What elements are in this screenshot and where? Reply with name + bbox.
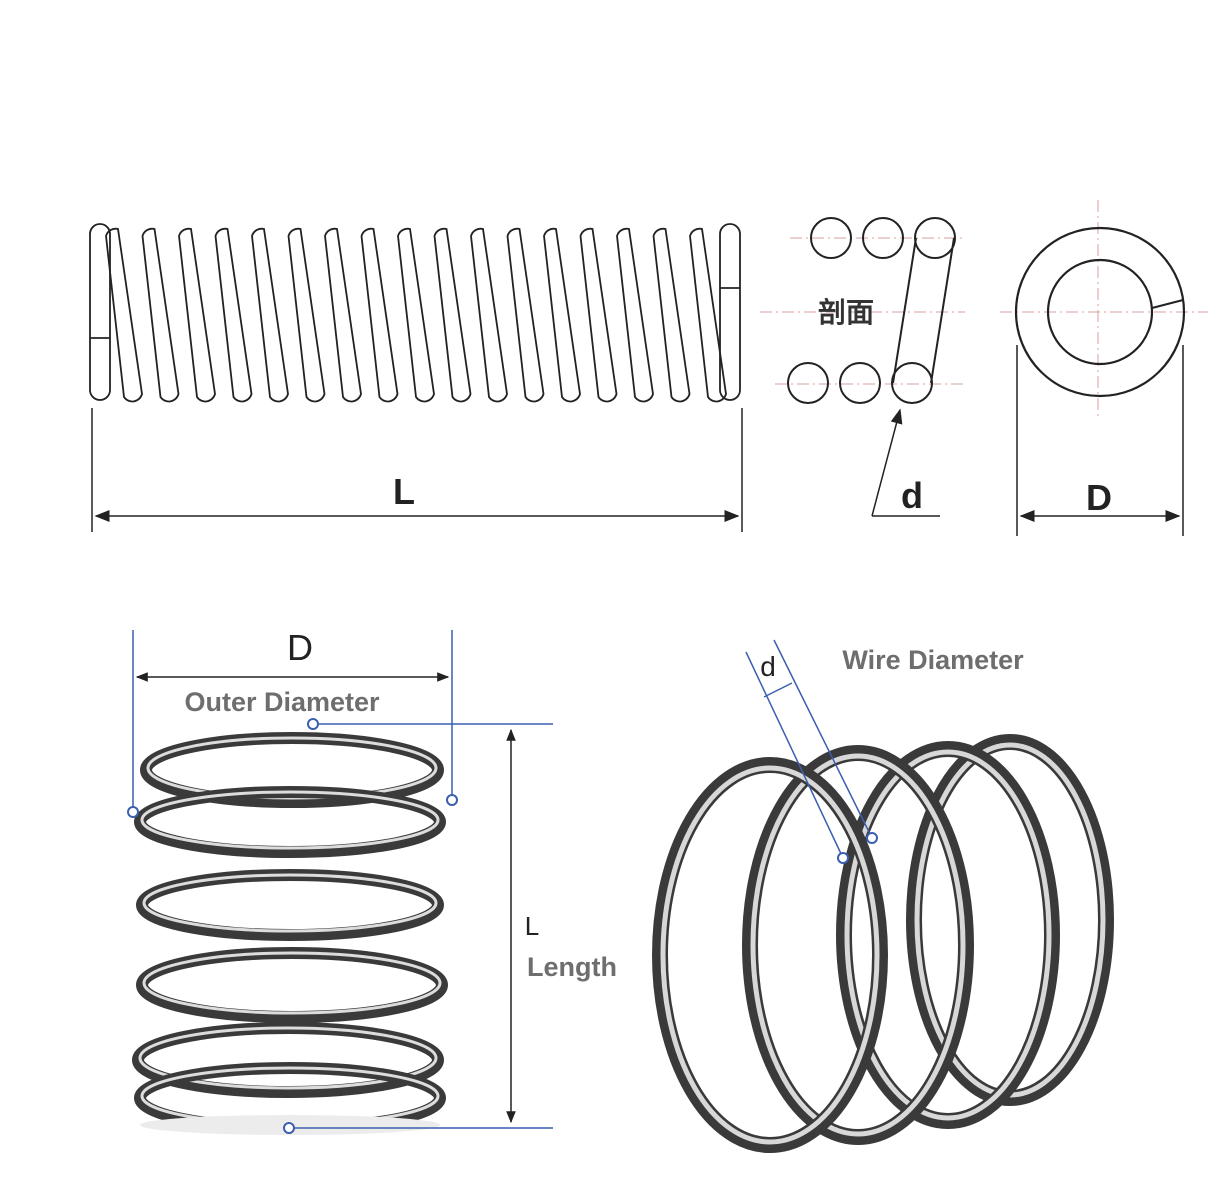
wire-diameter-caption: Wire Diameter — [842, 645, 1024, 675]
spring-coil — [579, 227, 618, 403]
section-view: 剖面 d — [760, 217, 965, 517]
outer-diameter-dimension: D Outer Diameter — [127, 627, 458, 818]
outer-diameter-symbol: D — [287, 627, 313, 668]
spring-coil — [214, 227, 253, 403]
compression-spring-photo — [652, 734, 1114, 1153]
spring-coil — [178, 227, 216, 403]
spring-coil — [616, 227, 654, 403]
spring-coil — [360, 227, 399, 403]
diameter-symbol: D — [1086, 477, 1112, 518]
spring-coil — [543, 227, 581, 403]
wire-diameter-dimension: d Wire Diameter — [745, 639, 1024, 864]
spring-coil — [652, 757, 888, 1153]
spring-coil — [136, 947, 448, 1023]
long-spring-drawing — [89, 223, 741, 403]
outer-diameter-caption: Outer Diameter — [184, 687, 380, 717]
conical-spring-photo — [132, 732, 448, 1135]
wire-section-1 — [810, 217, 852, 259]
spring-coil — [287, 227, 326, 403]
spring-coil — [251, 227, 289, 403]
spring-coil — [141, 227, 180, 403]
spring-end-left — [89, 223, 111, 401]
spring-coil — [433, 227, 472, 403]
wire-photo-symbol: d — [760, 651, 776, 682]
length-caption: Length — [527, 952, 617, 982]
spring-end-right — [719, 223, 741, 401]
spring-coil — [506, 227, 545, 403]
length-symbol: L — [393, 471, 415, 512]
wire-section-6 — [891, 362, 933, 404]
length-photo-symbol: L — [525, 911, 539, 941]
spring-coil — [742, 745, 974, 1145]
wire-section-4 — [787, 362, 829, 404]
wire-diameter-symbol: d — [901, 475, 923, 516]
length-dimension: L — [91, 408, 743, 532]
spring-coil — [836, 741, 1060, 1129]
spring-coil — [324, 227, 362, 403]
spring-coil — [105, 227, 143, 403]
spring-coil — [470, 227, 508, 403]
end-view: D — [1000, 200, 1208, 536]
wire-section-5 — [839, 362, 881, 404]
coil-inner-circle — [1046, 258, 1154, 366]
coil-outer-circle — [1014, 226, 1186, 398]
section-label: 剖面 — [818, 296, 874, 329]
spring-coil — [134, 786, 446, 858]
spring-coil — [652, 227, 691, 403]
wire-section-2 — [862, 217, 904, 259]
spring-coil — [689, 227, 727, 403]
spring-coil — [136, 869, 444, 941]
spring-coil — [132, 1022, 444, 1098]
length-photo-dimension: L Length — [283, 718, 617, 1134]
spring-coil — [397, 227, 435, 403]
